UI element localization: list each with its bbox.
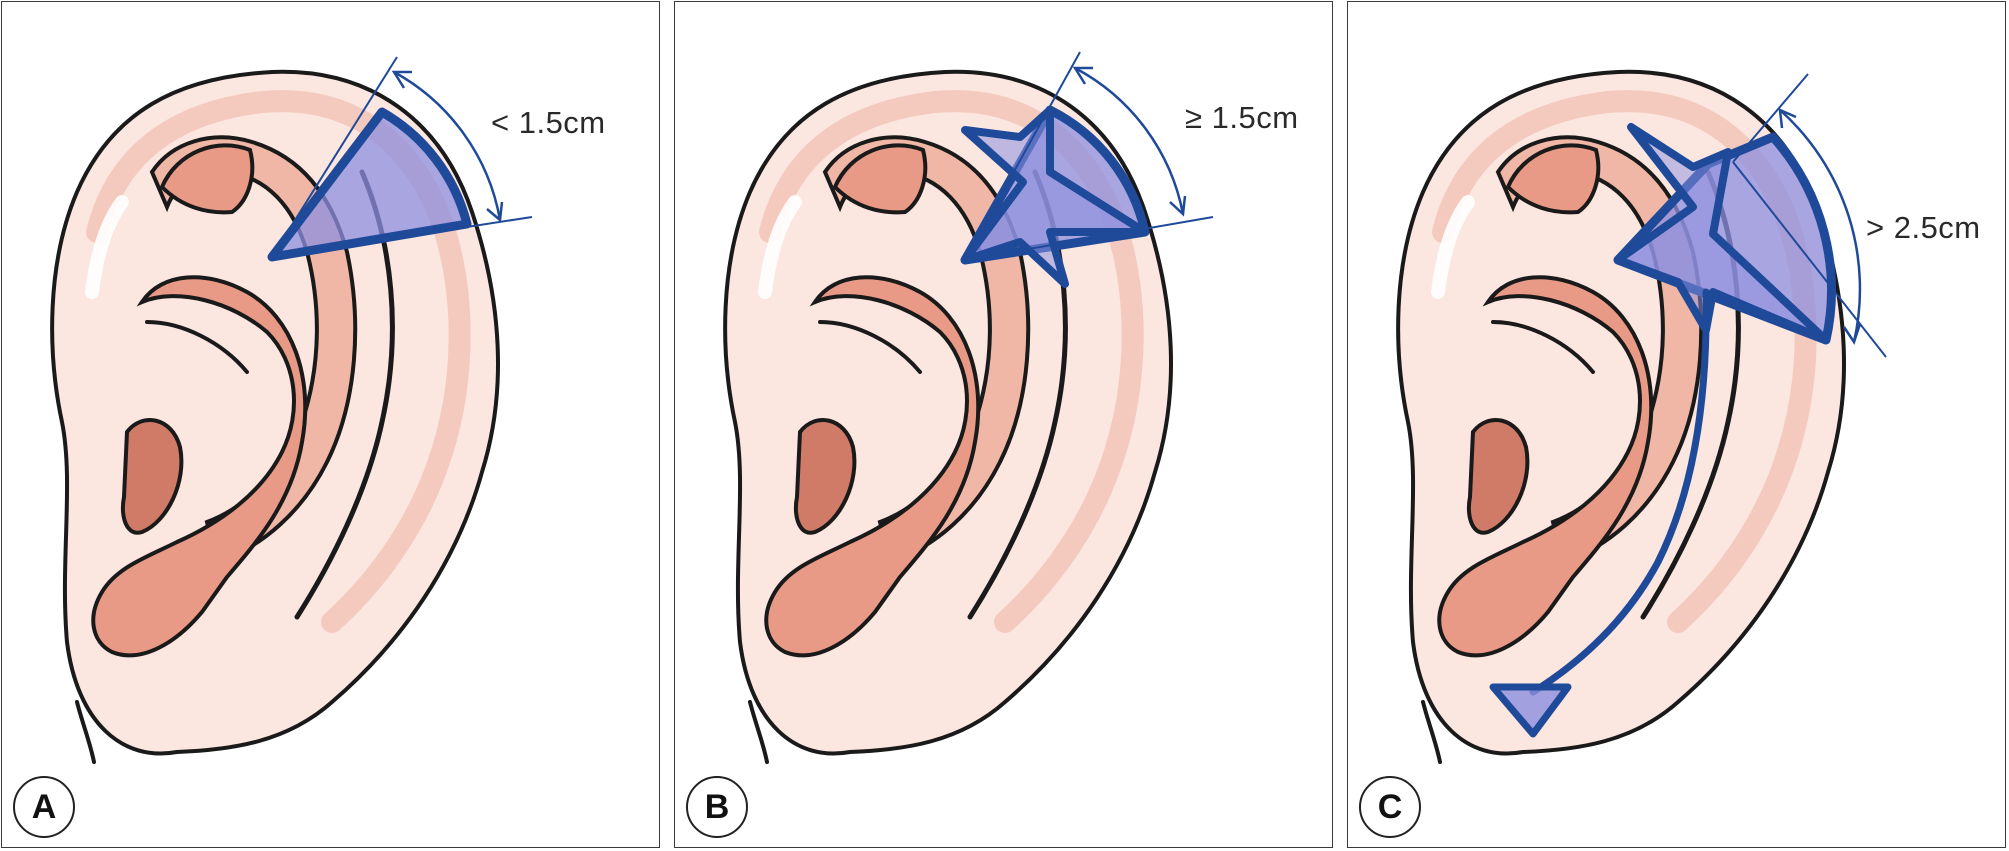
highlight xyxy=(85,195,129,299)
measure-line-top xyxy=(964,51,1081,261)
star-flap-shape xyxy=(1614,123,1830,344)
burow-triangle-shape xyxy=(1489,683,1572,738)
arrowhead-top xyxy=(391,70,412,89)
concha xyxy=(91,275,308,658)
tragus xyxy=(794,418,857,535)
triangular-fossa xyxy=(159,143,255,215)
arrowhead-bottom xyxy=(1169,195,1187,217)
lobule-line xyxy=(748,700,769,764)
measure-arc xyxy=(1779,109,1862,343)
wedge-flap xyxy=(267,107,472,262)
concha xyxy=(1437,275,1654,658)
highlight xyxy=(758,195,802,299)
helical-advancement-incision xyxy=(1529,288,1710,696)
ear-illustration xyxy=(50,69,500,764)
star-flap-shape xyxy=(961,106,1149,288)
highlight xyxy=(1431,195,1475,299)
concha xyxy=(764,275,981,658)
measure-line-top xyxy=(271,56,398,258)
panel-a: < 1.5cm A xyxy=(1,1,660,848)
measure-line-bottom xyxy=(964,216,1214,261)
measurement-label: ≥ 1.5cm xyxy=(1185,100,1299,135)
arrowhead-bottom xyxy=(486,201,504,223)
arrowhead-top xyxy=(1778,107,1797,129)
panel-letter-badge: C xyxy=(1359,776,1421,838)
panel-letter-badge: A xyxy=(13,776,75,838)
measurement-indicator xyxy=(1732,73,1887,358)
panel-b: ≥ 1.5cm B xyxy=(674,1,1333,848)
extended-flap xyxy=(1489,123,1836,738)
helix-crus xyxy=(1491,320,1595,374)
measure-arc xyxy=(1074,66,1185,215)
panel-a-illustration xyxy=(50,56,533,764)
tragus xyxy=(1467,418,1530,535)
measurement-indicator xyxy=(271,56,533,258)
panel-c-illustration xyxy=(1396,69,1887,764)
measure-arc xyxy=(393,70,502,221)
lobule-line xyxy=(1421,700,1442,764)
tragus xyxy=(121,418,184,535)
panel-c: > 2.5cm C xyxy=(1347,1,2006,848)
star-flap xyxy=(960,105,1150,288)
panel-b-illustration xyxy=(723,51,1214,764)
measure-line-top xyxy=(1732,73,1809,163)
measurement-indicator xyxy=(964,51,1214,261)
triangular-fossa xyxy=(832,143,928,215)
measurement-label: < 1.5cm xyxy=(491,105,606,140)
measurement-label: > 2.5cm xyxy=(1866,210,1981,245)
helix-crus xyxy=(818,320,922,374)
lobule-line xyxy=(75,700,96,764)
defect-wedge-shape xyxy=(267,107,472,262)
triangular-fossa xyxy=(1505,143,1601,215)
helix-crus xyxy=(145,320,249,374)
panel-letter-badge: B xyxy=(686,776,748,838)
arrowhead-bottom xyxy=(1842,323,1862,345)
defect-wedge-shape xyxy=(1613,132,1836,345)
arrowhead-top xyxy=(1072,66,1093,85)
measure-line-bottom xyxy=(271,216,533,258)
